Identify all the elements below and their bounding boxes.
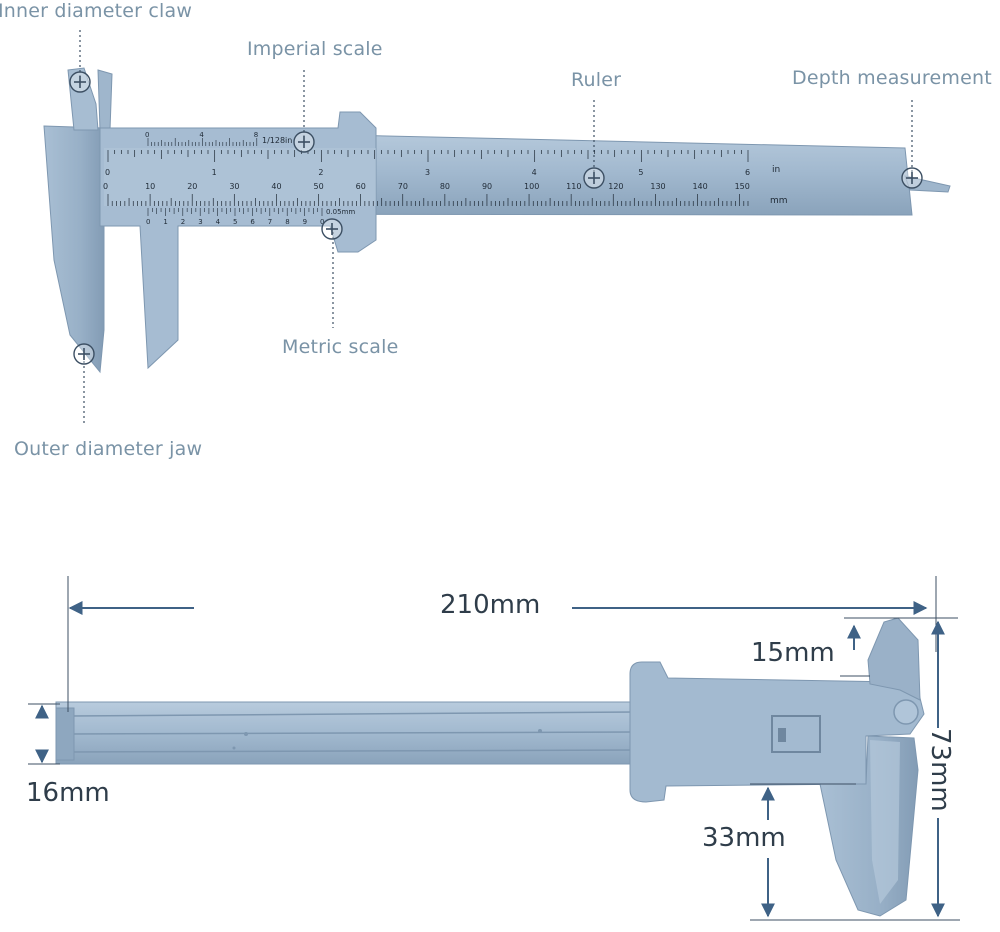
crosshair-marker-icon: [583, 167, 605, 189]
inch-label: 4: [532, 168, 537, 177]
crosshair-marker-icon: [73, 343, 95, 365]
mm-label: 50: [314, 182, 324, 191]
crosshair-marker-icon: [901, 167, 923, 189]
metric-vernier-label: 1: [163, 218, 167, 226]
ruler-label: Ruler: [571, 69, 622, 91]
imperial-vernier-label: 8: [254, 131, 258, 139]
mm-ruler-ticks: 0 10 20 30 40 50 60 70 80 90 100 110 120 130 140 150: [103, 182, 750, 206]
side-bar-end: [55, 707, 75, 761]
metric-vernier-label: 4: [216, 218, 221, 226]
jaw-depth-dimension-label: 33mm: [702, 823, 786, 853]
depth-rod: [904, 175, 951, 193]
inch-label: 0: [105, 168, 110, 177]
dimension-arrows: [35, 601, 945, 918]
imperial-vernier-unit: 1/128in: [262, 136, 292, 145]
slider-thumb-window: [771, 715, 821, 753]
mm-label: 0: [103, 182, 108, 191]
slider-window: [104, 148, 376, 206]
imperial-vernier-label: 0: [145, 131, 149, 139]
mm-label: 120: [608, 182, 623, 191]
crosshair-marker-icon: [293, 131, 315, 153]
imperial-vernier-label: 4: [199, 131, 204, 139]
mm-label: 30: [229, 182, 239, 191]
inch-label: 6: [745, 168, 750, 177]
metric-vernier-label: 0: [320, 218, 324, 226]
metric-vernier-label: 8: [285, 218, 289, 226]
metric-vernier-label: 3: [198, 218, 202, 226]
mm-label: 80: [440, 182, 450, 191]
metric-vernier-label: 5: [233, 218, 237, 226]
inch-label: 5: [638, 168, 643, 177]
mm-label: 60: [356, 182, 366, 191]
mm-label: 130: [650, 182, 665, 191]
imperial-scale-label: Imperial scale: [247, 38, 383, 60]
mm-label: 40: [271, 182, 281, 191]
inch-label: 1: [212, 168, 217, 177]
dimension-guides: [28, 576, 960, 921]
metric-vernier-label: 6: [250, 218, 255, 226]
mm-label: 70: [398, 182, 408, 191]
metric-vernier-label: 2: [181, 218, 185, 226]
inch-ruler-ticks: 0 1 2 3 4 5 6: [105, 150, 750, 177]
lock-screw: [893, 699, 919, 725]
crosshair-marker-icon: [69, 71, 91, 93]
height-dimension-label: 73mm: [925, 728, 955, 812]
inch-unit-label: in: [772, 165, 780, 175]
metric-vernier-label: 9: [303, 218, 307, 226]
metric-scale-label: Metric scale: [282, 336, 399, 358]
mm-label: 90: [482, 182, 492, 191]
inner-diameter-claw-label: Inner diameter claw: [0, 0, 193, 22]
mm-label: 150: [735, 182, 750, 191]
inch-label: 3: [425, 168, 430, 177]
slider-inner-claw: [97, 69, 113, 131]
metric-vernier-unit: 0.05mm: [326, 208, 355, 216]
mm-label: 20: [187, 182, 197, 191]
mm-label: 110: [566, 182, 581, 191]
outer-diameter-jaw-label: Outer diameter jaw: [14, 438, 203, 460]
side-slider: [629, 661, 925, 803]
metric-vernier-label: 0: [146, 218, 150, 226]
callout-leaders: [79, 30, 913, 424]
fixed-inner-claw: [67, 67, 99, 131]
inch-label: 2: [318, 168, 323, 177]
mm-label: 100: [524, 182, 539, 191]
vernier-ticks: 0 4 8 0 1 2 3 4 5 6 7 8 9 0: [145, 131, 324, 226]
mm-unit-label: mm: [770, 196, 788, 206]
jaw-top-dimension-label: 15mm: [751, 638, 835, 668]
fixed-outer-jaw: [43, 125, 105, 374]
bar-width-dimension-label: 16mm: [26, 778, 110, 808]
caliper-side-view: [28, 576, 960, 921]
metric-vernier-label: 7: [268, 218, 272, 226]
side-jaw-upper: [867, 617, 921, 701]
marker-group: [69, 71, 923, 365]
mm-label: 10: [145, 182, 155, 191]
mm-label: 140: [692, 182, 707, 191]
crosshair-marker-icon: [321, 218, 343, 240]
length-dimension-label: 210mm: [440, 590, 541, 620]
depth-measurement-label: Depth measurement: [792, 67, 992, 89]
